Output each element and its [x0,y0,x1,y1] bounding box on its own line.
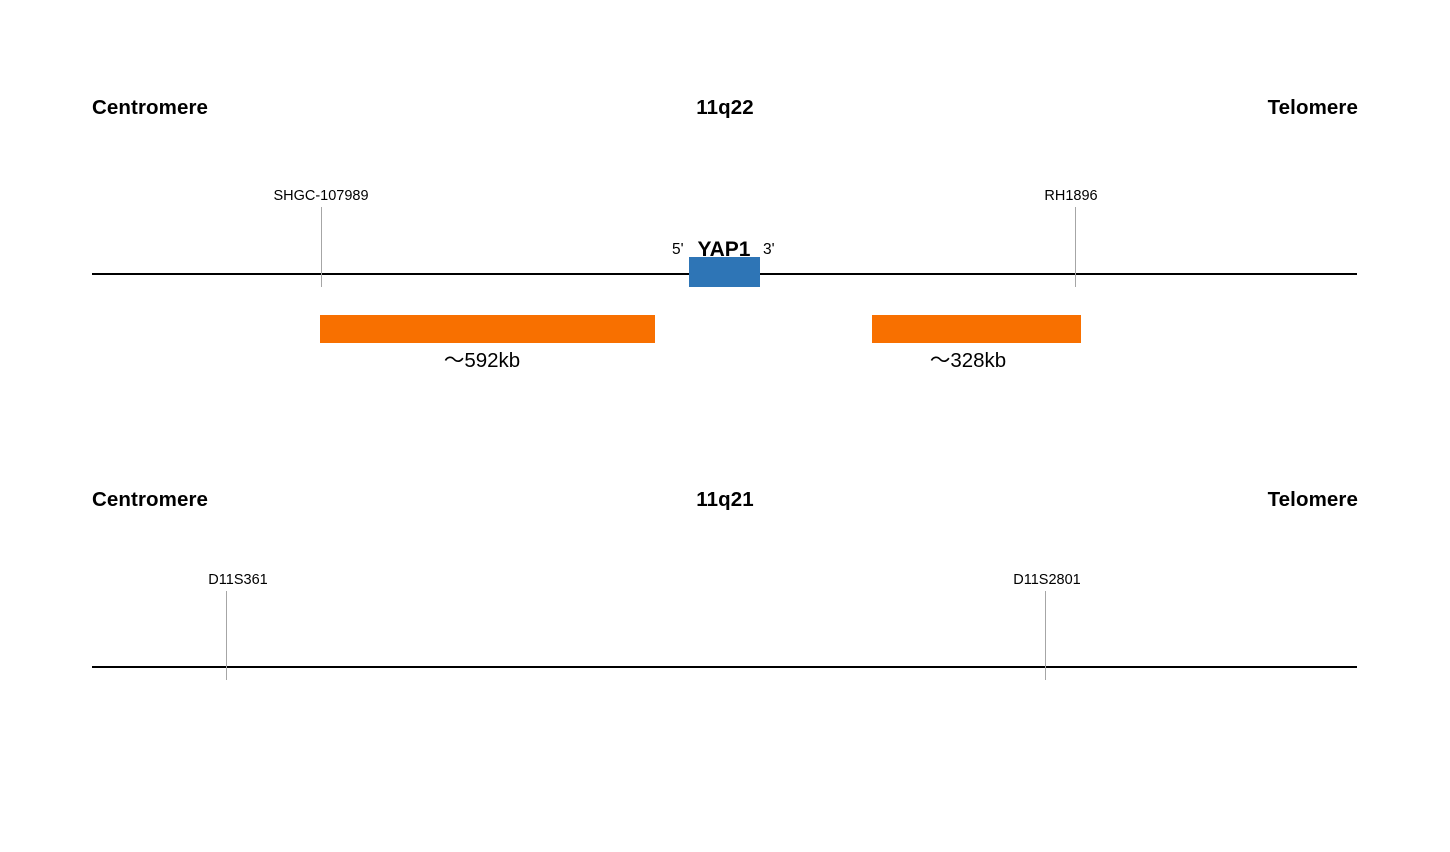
panel-1-cytoband-label: 11q22 [696,96,754,119]
gene-yap1-5prime-label: 5' [672,241,684,258]
gene-label-yap1: YAP1 [697,238,751,261]
panel-1-marker-tick-1 [321,207,322,287]
panel-2-chromosome-axis [92,666,1357,668]
panel-2-cytoband-label: 11q21 [696,488,754,511]
region-label-yap1-centromeric: 〜592kb [443,349,521,372]
panel-2-marker-tick-2 [1045,591,1046,680]
panel-1-marker-label-2: RH1896 [1044,188,1098,204]
panel-maml2-locus: Centromere 11q21 Telomere D11S361 D11S28… [0,392,1450,852]
region-bar-yap1-centromeric [320,315,655,343]
region-bar-yap1-telomeric [872,315,1081,343]
gene-yap1-3prime-label: 3' [763,241,775,258]
panel-yap1-locus: Centromere 11q22 Telomere SHGC-107989 RH… [92,96,1358,372]
region-label-yap1-telomeric: 〜328kb [929,349,1007,372]
gene-box-yap1 [689,257,760,287]
panel-2-marker-tick-1 [226,591,227,680]
panel-2-marker-label-1: D11S361 [208,572,268,588]
panel-1-marker-tick-2 [1075,207,1076,287]
panel-1-marker-label-1: SHGC-107989 [273,188,369,204]
panel-2-marker-label-2: D11S2801 [1013,572,1081,588]
panel-1-centromere-label: Centromere [92,96,209,119]
panel-1-telomere-label: Telomere [1267,96,1358,119]
panel-2-telomere-label: Telomere [1267,488,1358,511]
panel-2-centromere-label: Centromere [92,488,209,511]
